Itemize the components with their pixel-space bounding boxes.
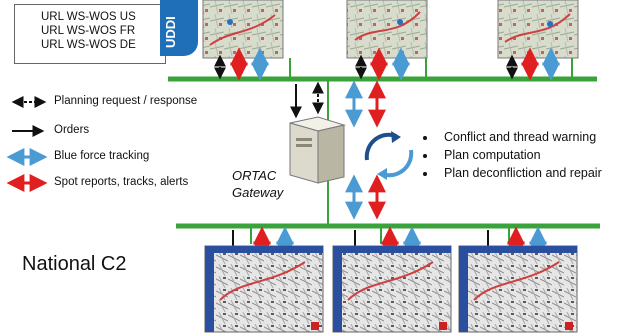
gateway-label-line1: ORTAC [232,168,277,183]
c2-screen-3 [458,245,578,333]
top-arrows-3 [506,47,560,81]
registry-url-de: URL WS-WOS DE [41,39,136,51]
uddi-tab: UDDI [160,0,198,56]
legend-spot-reports-label: Spot reports, tracks, alerts [54,176,189,188]
bullet-dot [423,154,427,158]
map-thumbnail-1 [202,0,284,59]
registry-url-us: URL WS-WOS US [41,11,136,23]
top-arrows-1 [214,47,269,81]
legend-planning-label: Planning request / response [54,95,198,107]
bullet-dot [423,172,427,176]
gateway-bottom-arrows [345,174,386,220]
top-arrows-2 [355,47,410,81]
map-thumbnail-3 [497,0,579,59]
uddi-tab-label: UDDI [163,16,178,48]
gateway-label: ORTAC Gateway [232,167,283,201]
function-item: Plan deconfliction and repair [444,166,602,180]
server-icon [289,116,346,184]
map-thumbnail-2 [346,0,428,59]
legend-orders-label: Orders [54,124,90,136]
registry-url-fr: URL WS-WOS FR [41,25,136,37]
legend-blue-force-label: Blue force tracking [54,150,150,162]
uddi-registry-card: URL WS-WOS US URL WS-WOS FR URL WS-WOS D… [14,4,166,64]
gateway-label-line2: Gateway [232,185,284,200]
gateway-top-arrows [290,80,386,128]
c2-screen-1 [204,245,324,333]
function-item: Plan computation [444,148,541,162]
circular-arrows-icon [364,131,414,180]
function-item: Conflict and thread warning [444,130,597,144]
bullet-dot [423,136,427,140]
national-c2-label: National C2 [22,253,127,275]
c2-screen-2 [332,245,452,333]
